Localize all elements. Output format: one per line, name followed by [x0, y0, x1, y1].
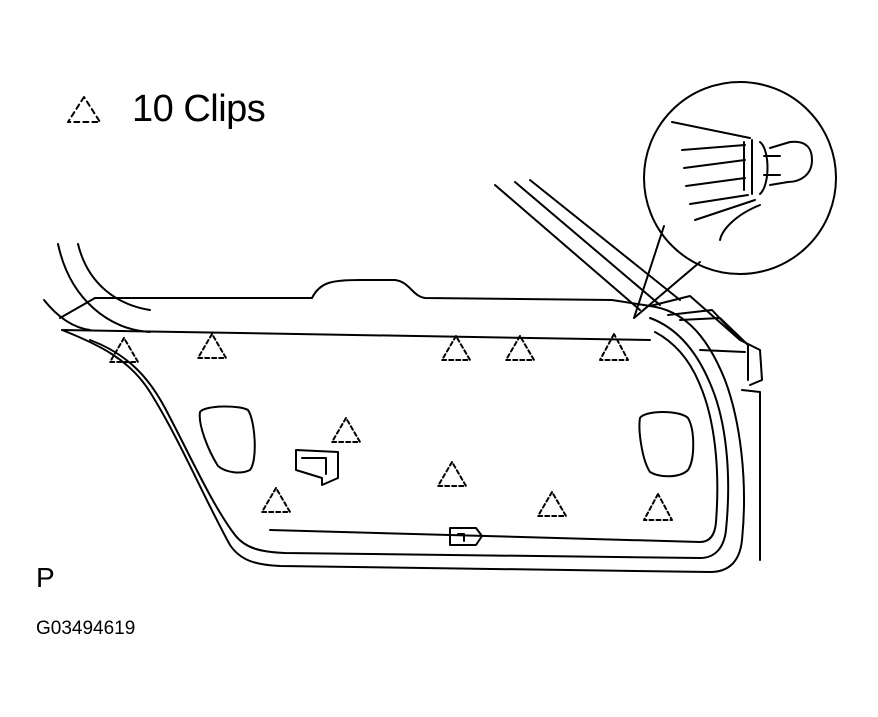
clip-triangle-7	[437, 461, 467, 487]
clip-triangle-10	[643, 493, 673, 521]
door-edge-strip-2	[667, 309, 741, 341]
trim-top-edge	[59, 279, 651, 319]
door-edge-strip-4	[699, 349, 746, 353]
trim-inner-boundary-2	[269, 331, 719, 543]
legend-clip-triangle-icon	[67, 96, 101, 123]
door-edge-strip	[649, 295, 763, 386]
legend-label: 10 Clips	[132, 88, 266, 130]
clip-triangle-6	[331, 417, 361, 443]
clip-detail-drawing	[671, 121, 813, 241]
clips-group	[109, 333, 673, 521]
door-edge-strip-3	[679, 317, 749, 381]
trim-inner-boundary	[89, 317, 730, 559]
callout-leader-2	[633, 261, 701, 319]
body-quarter-panel-line-2	[43, 299, 91, 331]
trim-top-edge-2	[61, 329, 651, 341]
clip-triangle-4	[505, 335, 535, 361]
roof-line-inner-2	[529, 179, 681, 301]
door-edge-strip-5	[741, 389, 761, 561]
roof-line	[494, 184, 641, 311]
clip-triangle-3	[441, 335, 471, 361]
roof-line-inner	[514, 181, 661, 306]
trim-outer-boundary	[61, 305, 746, 573]
lock-opening-detail	[301, 457, 327, 475]
latch-cover	[449, 527, 483, 546]
callout-leader	[633, 225, 665, 319]
clip-triangle-2	[197, 333, 227, 359]
left-grip-pocket	[198, 405, 256, 474]
clip-triangle-5	[599, 333, 629, 361]
clip-detail-circle	[643, 81, 837, 275]
body-quarter-panel-line	[57, 243, 151, 333]
latch-cover-detail	[457, 533, 465, 542]
clip-triangle-1	[109, 337, 139, 363]
view-letter: P	[36, 562, 55, 593]
body-quarter-panel-line-inner	[77, 243, 151, 311]
clip-triangle-8	[261, 487, 291, 513]
lock-opening	[295, 449, 339, 486]
right-grip-pocket	[638, 411, 695, 478]
clip-triangle-9	[537, 491, 567, 517]
figure-code: G03494619	[36, 618, 136, 639]
